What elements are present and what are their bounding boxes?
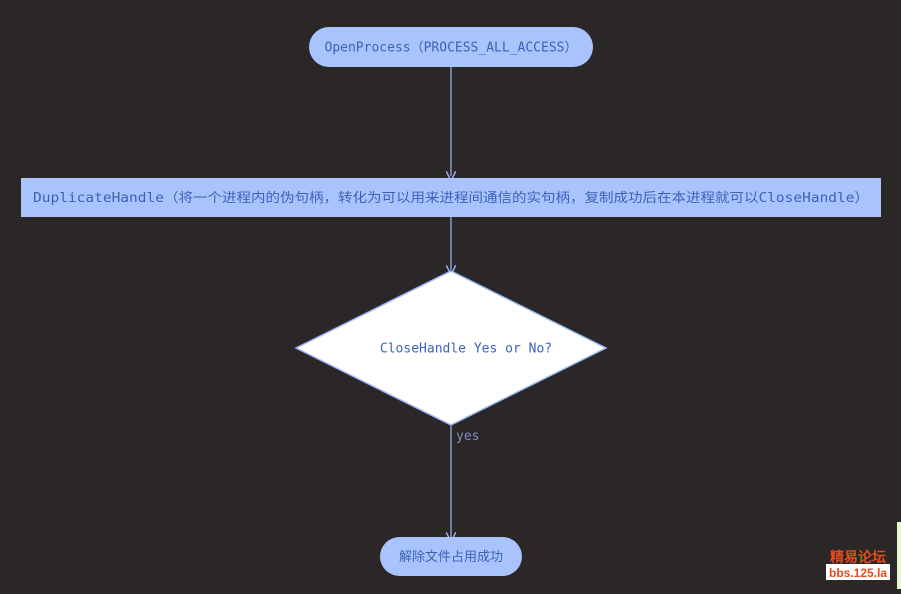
node-decision[interactable]: CloseHandle Yes or No? — [294, 270, 608, 426]
node-decision-label: CloseHandle Yes or No? — [380, 342, 552, 357]
watermark-line2: bbs.125.la — [829, 566, 887, 580]
node-result-label: 解除文件占用成功 — [399, 550, 503, 565]
edge-label-yes: yes — [456, 429, 479, 444]
watermark-logo: 精易论坛 bbs.125.la — [826, 549, 890, 580]
watermark-line1: 精易论坛 — [830, 549, 886, 566]
node-open-process-label: OpenProcess（PROCESS_ALL_ACCESS） — [325, 41, 578, 56]
edge-accent — [897, 522, 901, 589]
node-result[interactable]: 解除文件占用成功 — [380, 537, 522, 576]
node-duplicate-handle-label: DuplicateHandle（将一个进程内的伪句柄，转化为可以用来进程间通信的… — [33, 190, 869, 206]
node-open-process[interactable]: OpenProcess（PROCESS_ALL_ACCESS） — [309, 27, 593, 67]
node-duplicate-handle[interactable]: DuplicateHandle（将一个进程内的伪句柄，转化为可以用来进程间通信的… — [21, 178, 881, 217]
